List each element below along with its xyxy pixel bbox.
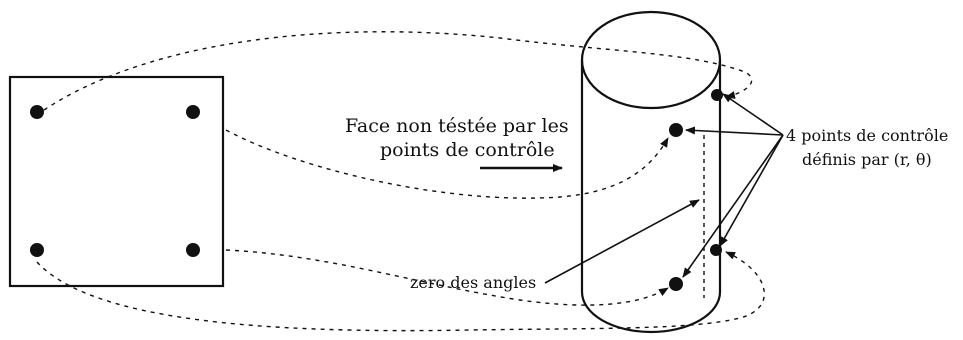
- face-label-line2: points de contrôle: [380, 139, 555, 161]
- cylinder-sample: [580, 10, 722, 334]
- zero-angle-leader: [544, 199, 700, 284]
- square-point-top-right: [186, 105, 200, 119]
- mapping-curve-top-right: [225, 129, 669, 199]
- points-label-line1: 4 points de contrôle: [786, 126, 948, 145]
- cylinder-point-upper-right: [711, 89, 723, 101]
- leader-arrow-3: [719, 134, 784, 247]
- leader-arrow-1: [722, 93, 784, 136]
- cylinder-point-lower-left: [669, 277, 683, 291]
- square-sample: [8, 75, 225, 288]
- mapping-curve-bottom-left: [36, 251, 765, 332]
- points-label-line2: définis par (r, θ): [802, 150, 932, 169]
- face-label-line1: Face non téstée par les: [345, 115, 569, 137]
- zero-angle-label: zero des angles: [410, 273, 536, 292]
- cylinder-top-ellipse: [580, 10, 722, 110]
- square-point-bottom-left: [30, 243, 44, 257]
- leader-arrow-2: [685, 126, 784, 136]
- square-point-bottom-right: [186, 243, 200, 257]
- cylinder-bottom-arc: [580, 291, 722, 334]
- cylinder-point-lower-right: [710, 244, 722, 256]
- leader-arrow-4: [682, 134, 784, 278]
- mapping-curve-bottom-right: [225, 249, 669, 306]
- cylinder-point-upper-left: [669, 123, 683, 137]
- square-point-top-left: [30, 105, 44, 119]
- mapping-curve-top-left: [43, 31, 753, 111]
